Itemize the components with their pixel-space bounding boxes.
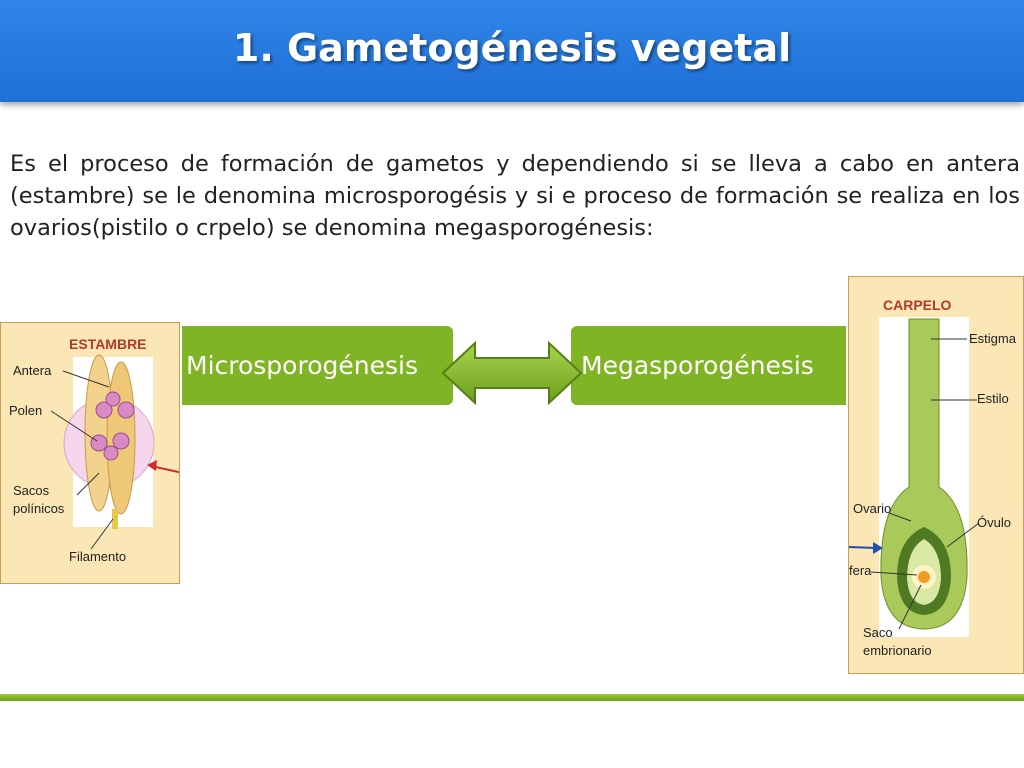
label-estigma: Estigma	[969, 331, 1016, 346]
label-filamento: Filamento	[69, 549, 127, 564]
carpelo-illustration: CARPELO Estigma Estilo Ovario Óvulo fera…	[848, 276, 1024, 674]
estambre-illustration: ESTAMBRE Antera Polen Sacos polínicos Fi…	[0, 322, 180, 584]
label-ovulo: Óvulo	[977, 515, 1011, 530]
double-arrow-icon	[441, 340, 583, 406]
microsporogenesis-label: Microsporogénesis	[186, 351, 418, 380]
carpelo-drawing	[849, 317, 980, 637]
label-fera: fera	[849, 563, 872, 578]
megasporogenesis-label: Megasporogénesis	[581, 351, 814, 380]
label-ovario: Ovario	[853, 501, 892, 516]
carpelo-heading: CARPELO	[883, 297, 952, 313]
label-embrionario: embrionario	[863, 643, 932, 658]
bottom-divider	[0, 694, 1024, 701]
label-polen: Polen	[9, 403, 43, 418]
label-sacos: Sacos	[13, 483, 50, 498]
label-saco: Saco	[863, 625, 893, 640]
megasporogenesis-box: Megasporogénesis	[571, 326, 846, 405]
label-polinicos: polínicos	[13, 501, 65, 516]
title-bar: 1. Gametogénesis vegetal	[0, 0, 1024, 102]
estambre-heading: ESTAMBRE	[69, 336, 147, 352]
estambre-drawing	[50, 354, 179, 550]
intro-paragraph: Es el proceso de formación de gametos y …	[10, 151, 1020, 241]
microsporogenesis-box: Microsporogénesis	[182, 326, 453, 405]
label-antera: Antera	[13, 363, 52, 378]
label-estilo: Estilo	[977, 391, 1009, 406]
page-title: 1. Gametogénesis vegetal	[232, 26, 792, 70]
